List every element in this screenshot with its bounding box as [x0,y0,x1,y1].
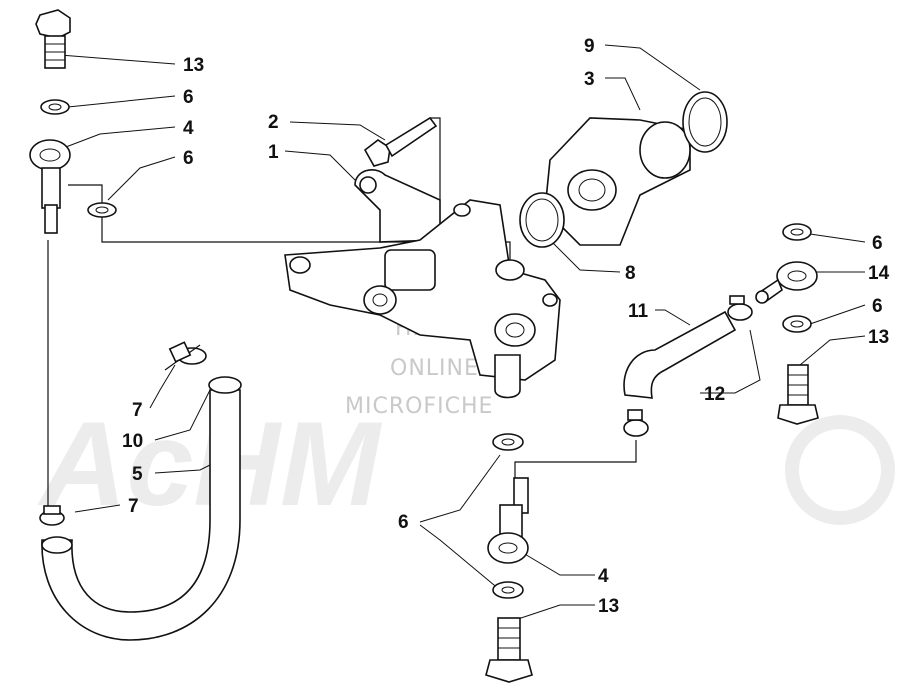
washer-6-center-top [492,433,524,451]
watermark-wheel [785,415,895,525]
pump-body [284,199,561,399]
o-ring-8 [519,192,565,248]
callout-13-top: 13 [183,55,204,76]
callout-6-center: 6 [398,512,409,533]
callout-8: 8 [625,263,636,284]
washer-6-right-top [782,223,812,241]
callout-11: 11 [628,301,649,322]
callout-5: 5 [132,464,143,485]
clamp-7-upper [164,341,207,371]
washer-6-center-bottom [492,581,524,599]
hose-5 [41,389,241,641]
callout-7-upper: 7 [132,400,143,421]
washer-6-left [87,202,117,218]
callout-1: 1 [268,142,279,163]
watermark: AcHM HLSM ONLINE MICROFICHE [37,316,895,531]
bolt-2 [363,116,438,167]
clamp-12-upper [727,295,753,321]
banjo-fitting-4-center [487,477,529,564]
callout-6-left: 6 [183,148,194,169]
banjo-fitting-4-left [29,139,71,234]
callout-2: 2 [268,112,279,133]
hose-11 [623,310,737,399]
callout-6-right-bottom: 6 [872,296,883,317]
clamp-12-lower [623,409,649,437]
callout-6-top: 6 [183,87,194,108]
callout-numbers: 13 6 4 6 2 1 9 3 8 6 14 11 6 13 12 7 10 … [122,36,890,617]
callout-7-lower: 7 [128,496,139,517]
washer-6-right-bottom [782,315,812,333]
banjo-fitting-14 [755,261,818,304]
callout-14: 14 [868,263,890,284]
bracket-1 [354,169,441,243]
housing-3 [544,117,691,246]
bolt-13-bottom [485,617,533,683]
clamp-7-left [39,505,65,526]
watermark-line-2: ONLINE [390,356,479,381]
bolt-13-top [35,9,71,69]
callout-13-right: 13 [868,327,889,348]
o-ring-9 [682,91,728,153]
washer-6-top [40,99,70,115]
callout-4-left: 4 [183,118,194,139]
leader-lines [47,44,866,621]
callout-9: 9 [584,36,595,57]
callout-4-center: 4 [598,566,609,587]
callout-12: 12 [704,384,725,405]
callout-13-bottom: 13 [598,596,619,617]
bolt-13-right [777,364,819,425]
watermark-line-3: MICROFICHE [345,394,493,419]
callout-6-right-top: 6 [872,233,883,254]
callout-3: 3 [584,69,595,90]
callout-10: 10 [122,431,143,452]
